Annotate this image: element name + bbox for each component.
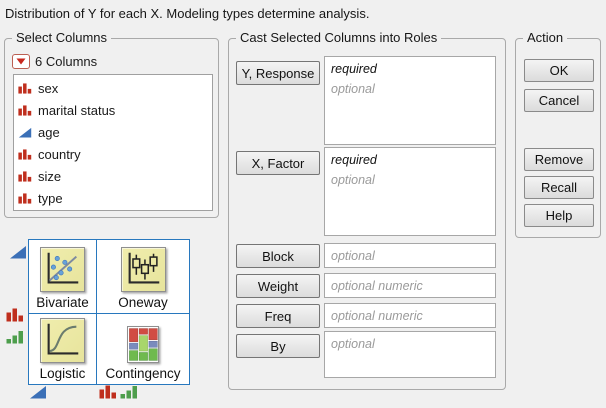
optional-hint: optional numeric — [331, 309, 423, 323]
nominal-y-icon — [6, 308, 23, 322]
optional-hint: optional — [331, 82, 375, 96]
recall-button[interactable]: Recall — [524, 176, 594, 199]
logistic-icon — [40, 318, 85, 363]
modeling-type-contingency[interactable]: Contingency — [97, 314, 189, 384]
modeling-type-label: Oneway — [118, 295, 168, 310]
column-name: sex — [38, 80, 59, 96]
y-response-button[interactable]: Y, Response — [236, 61, 320, 85]
column-item[interactable]: country — [14, 143, 212, 165]
oneway-icon — [120, 247, 166, 292]
dialog-prompt: Distribution of Y for each X. Modeling t… — [5, 6, 370, 21]
roles-panel: Cast Selected Columns into Roles Y, Resp… — [228, 30, 506, 390]
action-panel: Action OK Cancel Remove Recall Help — [515, 30, 601, 238]
block-dropzone[interactable]: optional — [324, 243, 496, 268]
modeling-type-label: Contingency — [105, 366, 181, 381]
columns-listbox[interactable]: sex marital status age country size type — [13, 74, 213, 211]
optional-hint: optional — [331, 173, 375, 187]
optional-hint: optional — [331, 249, 375, 263]
select-columns-legend: Select Columns — [12, 30, 112, 45]
column-item[interactable]: type — [14, 187, 212, 209]
action-legend: Action — [523, 30, 568, 45]
column-item[interactable]: age — [14, 121, 212, 143]
nominal-icon — [18, 148, 32, 160]
modeling-type-label: Bivariate — [36, 295, 89, 310]
ordinal-y-icon — [6, 331, 23, 344]
modeling-type-label: Logistic — [39, 366, 86, 381]
by-button[interactable]: By — [236, 334, 320, 358]
modeling-type-bivariate[interactable]: Bivariate — [29, 240, 97, 314]
continuous-y-icon — [10, 246, 26, 259]
continuous-x-icon — [30, 386, 46, 399]
cancel-button[interactable]: Cancel — [524, 89, 594, 112]
remove-button[interactable]: Remove — [524, 148, 594, 171]
x-factor-button[interactable]: X, Factor — [236, 151, 320, 175]
columns-header: 6 Columns — [12, 54, 97, 69]
ok-button[interactable]: OK — [524, 59, 594, 82]
modeling-type-oneway[interactable]: Oneway — [97, 240, 189, 314]
contingency-icon — [127, 326, 159, 363]
nominal-icon — [18, 192, 32, 204]
block-button[interactable]: Block — [236, 244, 320, 268]
optional-hint: optional numeric — [331, 279, 423, 293]
weight-dropzone[interactable]: optional numeric — [324, 273, 496, 298]
nominal-icon — [18, 104, 32, 116]
nominal-icon — [18, 170, 32, 182]
column-item[interactable]: marital status — [14, 99, 212, 121]
help-button[interactable]: Help — [524, 204, 594, 227]
roles-legend: Cast Selected Columns into Roles — [236, 30, 442, 45]
nominal-icon — [18, 82, 32, 94]
column-name: country — [38, 146, 81, 162]
ordinal-x-icon — [120, 386, 137, 399]
by-dropzone[interactable]: optional — [324, 331, 496, 378]
x-factor-dropzone[interactable]: required optional — [324, 147, 496, 236]
optional-hint: optional — [331, 337, 375, 351]
weight-button[interactable]: Weight — [236, 274, 320, 298]
red-dropdown-icon — [16, 58, 26, 65]
freq-dropzone[interactable]: optional numeric — [324, 303, 496, 328]
modeling-type-logistic[interactable]: Logistic — [29, 314, 97, 384]
column-name: age — [38, 124, 60, 140]
modeling-type-matrix: Bivariate Oneway Logistic — [28, 239, 190, 385]
nominal-x-icon — [99, 385, 116, 399]
required-hint: required — [331, 62, 377, 76]
columns-menu-button[interactable] — [12, 54, 30, 69]
column-item[interactable]: sex — [14, 77, 212, 99]
columns-count-label: 6 Columns — [35, 54, 98, 69]
column-name: size — [38, 168, 62, 184]
column-name: type — [38, 190, 63, 206]
y-response-dropzone[interactable]: required optional — [324, 56, 496, 145]
bivariate-icon — [40, 247, 85, 292]
freq-button[interactable]: Freq — [236, 304, 320, 328]
select-columns-panel: Select Columns 6 Columns sex marital sta… — [4, 30, 219, 218]
column-name: marital status — [38, 102, 116, 118]
continuous-icon — [18, 127, 32, 138]
required-hint: required — [331, 153, 377, 167]
column-item[interactable]: size — [14, 165, 212, 187]
